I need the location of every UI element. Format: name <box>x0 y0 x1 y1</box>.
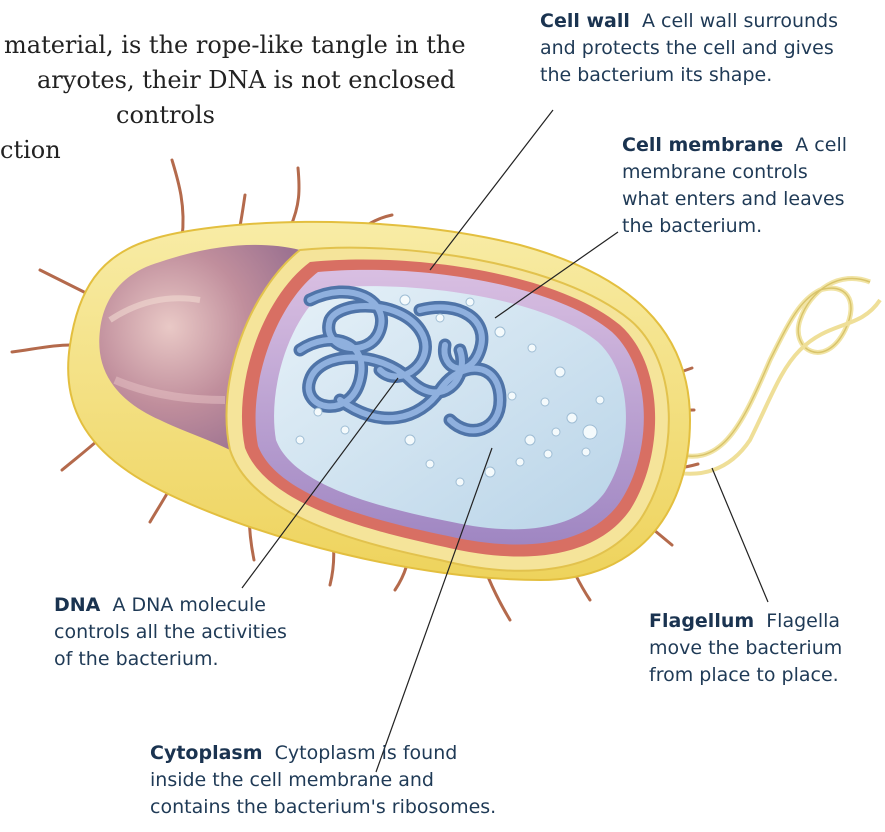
label-dna: DNA A DNA molecule controls all the acti… <box>54 592 287 673</box>
label-dna-line-2: controls all the activities <box>54 619 287 646</box>
label-cytoplasm-line-2: inside the cell membrane and <box>150 767 496 794</box>
label-cytoplasm-title: Cytoplasm <box>150 742 263 764</box>
label-cytoplasm: Cytoplasm Cytoplasm is found inside the … <box>150 740 496 821</box>
label-cell-wall-line-3: the bacterium its shape. <box>540 62 838 89</box>
label-cell-wall-line-2: and protects the cell and gives <box>540 35 838 62</box>
label-cell-membrane-line-3: what enters and leaves <box>622 186 847 213</box>
flagellum <box>665 278 880 473</box>
label-cell-membrane: Cell membrane A cell membrane controls w… <box>622 132 847 240</box>
label-cell-membrane-line-4: the bacterium. <box>622 213 847 240</box>
label-cell-wall-title: Cell wall <box>540 10 630 32</box>
label-cell-membrane-line-2: membrane controls <box>622 159 847 186</box>
label-dna-title: DNA <box>54 594 100 616</box>
label-flagellum-title: Flagellum <box>649 610 754 632</box>
label-flagellum-line-3: from place to place. <box>649 662 842 689</box>
label-cell-membrane-line-1: A cell <box>795 134 847 156</box>
label-dna-line-3: of the bacterium. <box>54 646 287 673</box>
leader-flagellum <box>712 468 768 602</box>
label-cell-wall-line-1: A cell wall surrounds <box>642 10 838 32</box>
label-flagellum-line-2: move the bacterium <box>649 635 842 662</box>
label-cell-wall: Cell wall A cell wall surrounds and prot… <box>540 8 838 89</box>
label-cytoplasm-line-3: contains the bacterium's ribosomes. <box>150 794 496 821</box>
label-dna-line-1: A DNA molecule <box>112 594 265 616</box>
label-flagellum-line-1: Flagella <box>766 610 840 632</box>
label-cytoplasm-line-1: Cytoplasm is found <box>275 742 458 764</box>
label-flagellum: Flagellum Flagella move the bacterium fr… <box>649 608 842 689</box>
label-cell-membrane-title: Cell membrane <box>622 134 783 156</box>
